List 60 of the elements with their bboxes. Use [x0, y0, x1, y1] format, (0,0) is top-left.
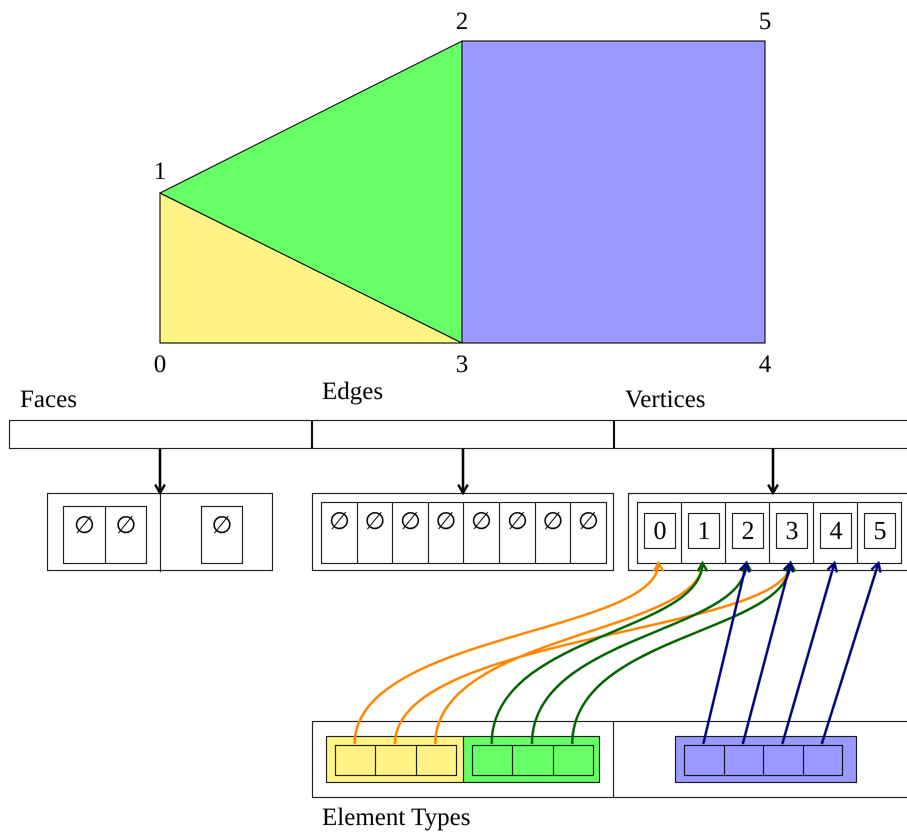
arrow: [781, 562, 838, 744]
array-box: [312, 493, 614, 571]
array-slot: [416, 745, 457, 776]
vertex-number: 3: [456, 352, 468, 378]
array-slot: [552, 745, 594, 776]
element-group: [675, 736, 857, 783]
array-slot: [684, 745, 724, 776]
index-number: 4: [820, 513, 852, 549]
array-slot: [857, 502, 902, 564]
element-group: [326, 736, 464, 783]
array-slot: [375, 745, 417, 776]
column-heading: Edges: [322, 377, 384, 407]
array-slot: [335, 745, 376, 776]
vertex-number: 0: [154, 352, 166, 378]
array-slot: [763, 745, 804, 776]
empty-set-cell: ∅: [499, 502, 536, 564]
empty-set-cell: ∅: [321, 502, 358, 564]
empty-set-cell: ∅: [570, 502, 607, 564]
empty-set-cell: ∅: [534, 502, 572, 564]
arrow: [742, 562, 794, 744]
vertex-number: 2: [456, 9, 468, 35]
column-heading: Vertices: [625, 385, 706, 415]
vertex-number: 4: [758, 352, 772, 378]
element-group: [463, 736, 600, 783]
arrow: [571, 562, 794, 744]
array-slot: [725, 502, 770, 564]
array-slot: [769, 502, 814, 564]
array-box: [47, 493, 273, 571]
array-slot: [472, 745, 514, 776]
array-slot: [813, 502, 858, 564]
arrow: [820, 562, 882, 744]
empty-set-cell: ∅: [63, 506, 106, 564]
array-slot: [512, 745, 554, 776]
index-number: 2: [732, 513, 764, 549]
array-box: [628, 493, 907, 571]
empty-set-cell: ∅: [428, 502, 464, 564]
empty-set-cell: ∅: [392, 502, 429, 564]
arrow: [767, 449, 779, 494]
empty-set-cell: ∅: [105, 506, 147, 564]
column-heading: Element Types: [322, 803, 470, 833]
empty-set-cell: ∅: [201, 506, 243, 564]
array-slot: [681, 502, 726, 564]
index-number: 1: [688, 513, 720, 549]
index-number: 5: [864, 513, 896, 549]
empty-set-cell: ∅: [356, 502, 394, 564]
arrow: [490, 562, 706, 744]
array-slot: [802, 745, 843, 776]
arrow: [530, 562, 750, 744]
arrow: [353, 562, 662, 744]
vertex-number: 5: [758, 9, 772, 35]
index-number: 3: [776, 513, 808, 549]
array-slot: [724, 745, 764, 776]
index-number: 0: [644, 513, 676, 549]
array-slot: [637, 502, 682, 564]
arrow: [154, 449, 166, 494]
column-heading: Faces: [20, 385, 77, 415]
empty-set-cell: ∅: [463, 502, 500, 564]
vertex-number: 1: [154, 159, 166, 185]
arrow: [457, 449, 469, 494]
arrow: [702, 562, 750, 744]
